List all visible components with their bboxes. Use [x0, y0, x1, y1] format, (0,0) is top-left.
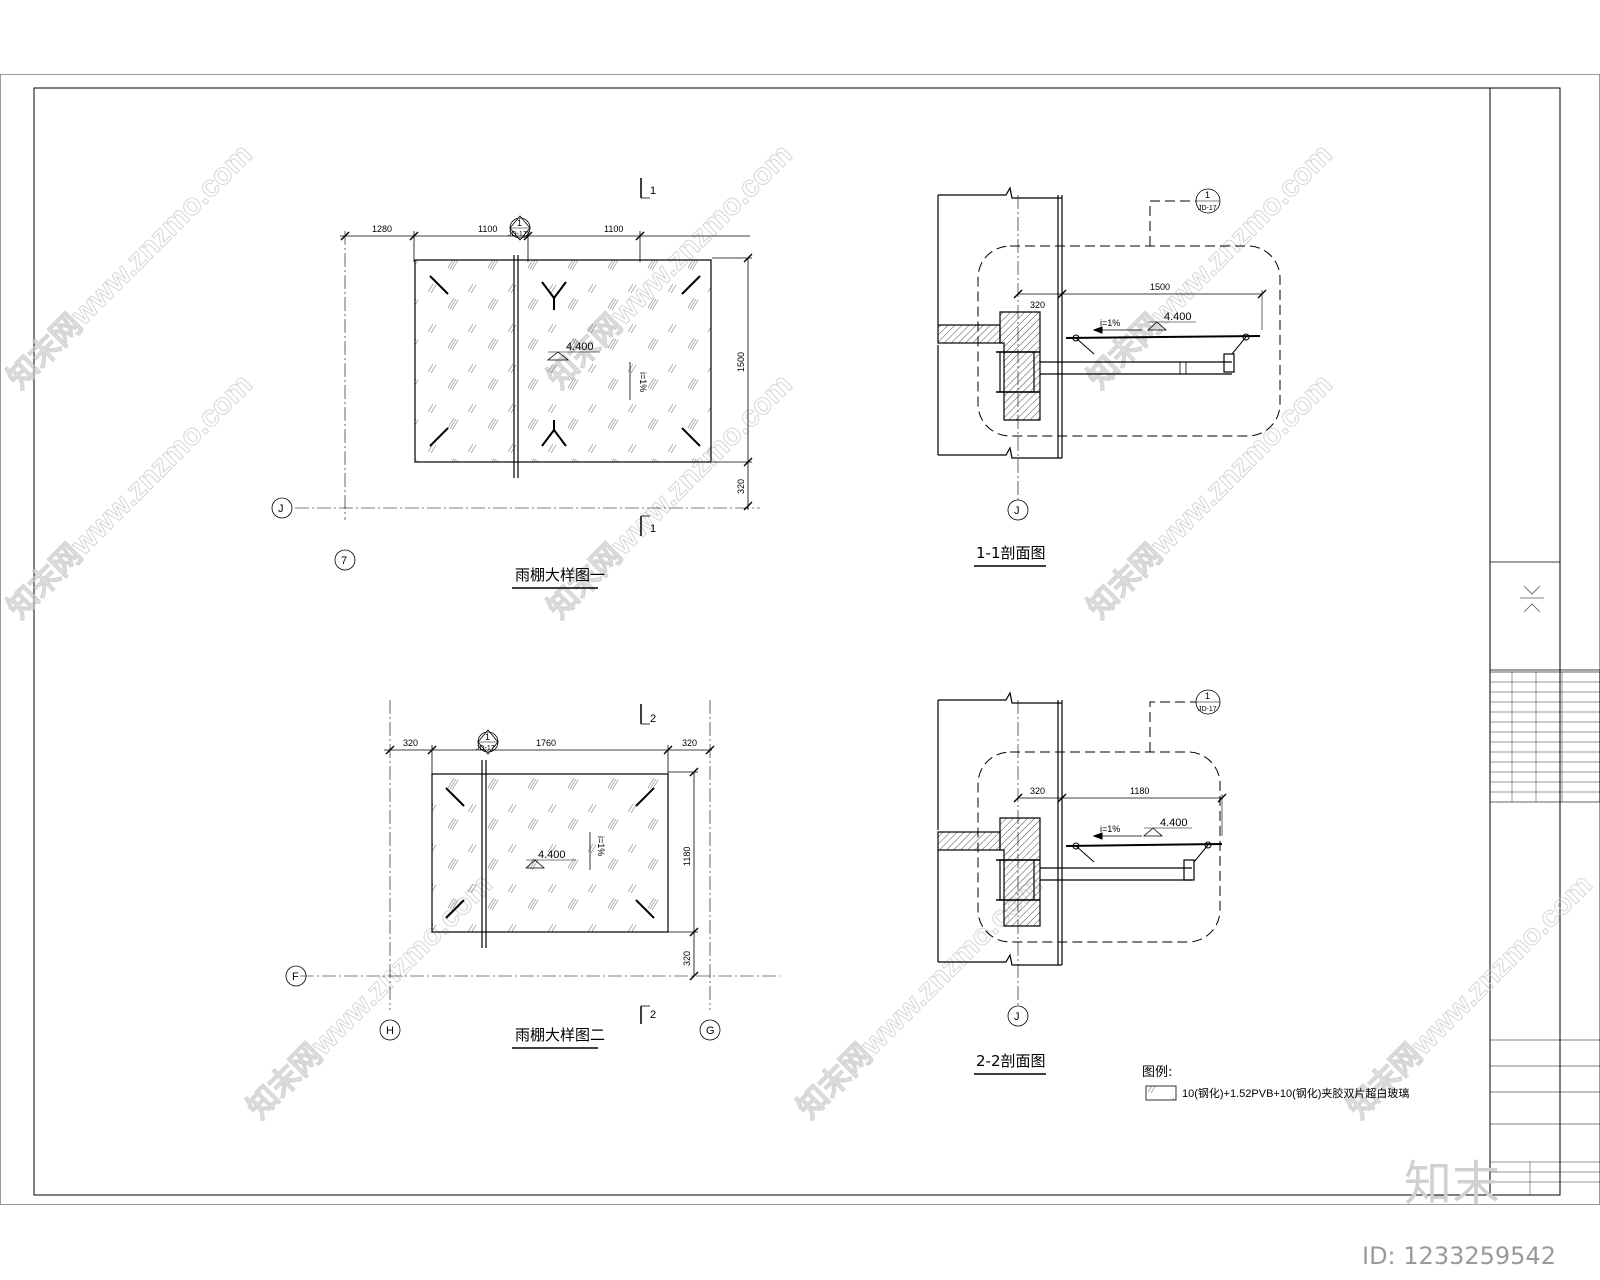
drawing-title: 雨棚大样图二 [515, 1026, 605, 1044]
dim-label: 320 [1030, 786, 1045, 796]
dim-label: 1180 [1130, 786, 1149, 796]
drawing-title: 1-1剖面图 [976, 544, 1046, 562]
legend-glass-swatch [1145, 1085, 1177, 1101]
legend: 图例: 10(钢化)+1.52PVB+10(钢化)夹胶双片超白玻璃 [1142, 1065, 1409, 1101]
section-mark-label: 1 [650, 523, 656, 535]
detail-ref-number: 1 [517, 218, 522, 228]
grid-axis-label: F [292, 971, 299, 983]
dim-label: 1180 [682, 847, 692, 866]
drawing-title: 2-2剖面图 [976, 1052, 1046, 1070]
detail-ref-sheet: JD-17 [508, 231, 527, 238]
grid-axis-label: J [1014, 1011, 1020, 1023]
dim-label: 320 [682, 738, 697, 748]
slope-label: i=1% [1100, 824, 1120, 834]
legend-title: 图例: [1142, 1065, 1172, 1080]
elevation-label: 4.400 [1164, 311, 1192, 323]
slope-label: i=1% [1100, 318, 1120, 328]
slope-label: i=1% [638, 372, 648, 392]
drawing-title: 雨棚大样图一 [515, 566, 605, 584]
watermark-layer: 知末网www.znzmo.com 知末网www.znzmo.com 知末网www… [1, 137, 1599, 1125]
grid-axis-label: G [706, 1025, 715, 1037]
elevation-label: 4.400 [566, 341, 594, 353]
grid-axis-label: J [1014, 505, 1020, 517]
watermark-text: 知末网www.znzmo.com [2, 138, 259, 395]
dim-label: 320 [736, 479, 746, 494]
watermark-brand: 知末 [1404, 1158, 1500, 1211]
sheet-border [0, 74, 1600, 1205]
dim-label: 1280 [372, 224, 392, 234]
canopy-plan-2-labels: 320 1760 320 1180 320 4.400 i=1% 2 2 1 J… [292, 713, 715, 1044]
watermark-text: 知末网www.znzmo.com [2, 368, 259, 625]
canopy-plan-1 [271, 178, 760, 571]
brand-watermark: 知末 ID: 1233259542 [1362, 1158, 1556, 1270]
watermark-id: ID: 1233259542 [1362, 1242, 1556, 1270]
watermark-text: 知末网www.znzmo.com [1082, 138, 1339, 395]
detail-ref-number: 1 [485, 732, 490, 742]
elevation-label: 4.400 [1160, 817, 1188, 829]
detail-ref-sheet: JD-17 [1198, 205, 1217, 212]
dim-label: 1500 [1150, 282, 1170, 292]
grid-axis-label: J [278, 503, 284, 515]
detail-ref-number: 1 [1205, 691, 1210, 701]
watermark-text: 知末网www.znzmo.com [1082, 368, 1339, 625]
canopy-plan-2 [285, 700, 780, 1041]
dim-label: 1100 [478, 224, 497, 234]
dim-label: 320 [1030, 300, 1045, 310]
dim-label: 1500 [736, 352, 746, 372]
section-mark-label: 2 [650, 1009, 656, 1021]
section-1-1 [937, 186, 1281, 521]
company-logo-icon [1520, 585, 1544, 613]
section-mark-label: 2 [650, 713, 656, 725]
section-2-2-labels: 320 1180 i=1% 4.400 1 JD-17 J 2-2剖面图 [976, 691, 1217, 1070]
detail-ref-number: 1 [1205, 190, 1210, 200]
section-1-1-labels: 320 1500 i=1% 4.400 1 JD-17 J 1-1剖面图 [976, 190, 1217, 562]
grid-axis-label: 7 [341, 555, 347, 567]
detail-ref-sheet: JD-17 [1198, 706, 1217, 713]
dim-label: 1760 [536, 738, 556, 748]
section-mark-label: 1 [650, 185, 656, 197]
dim-label: 1100 [604, 224, 623, 234]
elevation-label: 4.400 [538, 849, 566, 861]
slope-label: i=1% [596, 836, 606, 856]
legend-text: 10(钢化)+1.52PVB+10(钢化)夹胶双片超白玻璃 [1182, 1086, 1409, 1100]
detail-ref-sheet: JD-17 [476, 745, 495, 752]
section-2-2 [937, 689, 1227, 1027]
grid-axis-label: H [386, 1025, 394, 1037]
dim-label: 320 [403, 738, 418, 748]
canopy-plan-1-labels: 1280 1100 1100 1500 320 4.400 i=1% 1 1 1… [278, 185, 746, 584]
title-block [1489, 561, 1600, 1195]
dim-label: 320 [682, 951, 692, 966]
